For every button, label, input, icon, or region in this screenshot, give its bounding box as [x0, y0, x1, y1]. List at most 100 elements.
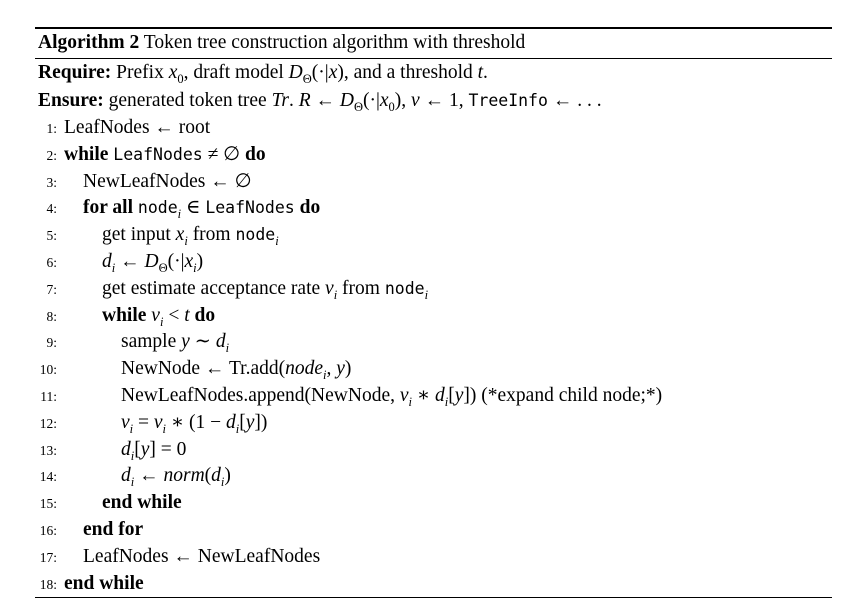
- text-segment: ∗ (1 −: [166, 411, 227, 433]
- line-number: 16:: [39, 522, 57, 538]
- text-segment: v: [151, 304, 160, 326]
- algorithm-line: 8: while vi < t do: [35, 303, 832, 330]
- text-segment: (·|: [362, 90, 380, 111]
- text-segment: v: [121, 411, 130, 433]
- text-segment: NewLeafNodes.append(NewNode,: [121, 384, 400, 406]
- text-segment: i: [424, 287, 429, 302]
- text-segment: ←: [310, 90, 340, 111]
- algorithm-line: 10:NewNode ← Tr.add(nodei, y): [35, 356, 832, 383]
- algorithm-line: 4:for all nodei ∈ LeafNodes do: [35, 195, 832, 222]
- text-segment: ] = 0: [149, 438, 187, 460]
- algorithm-line: 1:LeafNodes ← root: [35, 115, 832, 142]
- text-segment: norm: [163, 465, 205, 487]
- line-content: vi = vi ∗ (1 − di[y]): [64, 410, 267, 436]
- text-segment: from: [337, 277, 385, 299]
- line-content: for all nodei ∈ LeafNodes do: [64, 195, 320, 221]
- text-segment: Θ: [158, 260, 168, 275]
- text-segment: d: [215, 331, 226, 353]
- header-label: Ensure:: [38, 90, 104, 111]
- text-segment: i: [444, 394, 449, 409]
- line-number: 18:: [39, 576, 57, 592]
- algorithm-line: 15:end while: [35, 490, 832, 517]
- text-segment: v: [399, 384, 409, 406]
- text-segment: ∼: [189, 331, 216, 353]
- text-segment: y: [181, 331, 190, 353]
- caption-title: Token tree construction algorithm with t…: [139, 32, 526, 53]
- text-segment: y: [245, 411, 255, 433]
- text-segment: , draft model: [183, 62, 289, 83]
- text-segment: i: [130, 475, 135, 490]
- line-content: sample y ∼ di: [64, 329, 229, 355]
- text-segment: .: [483, 62, 488, 83]
- line-content: LeafNodes ← root: [64, 115, 210, 141]
- text-segment: (·|: [167, 250, 185, 272]
- text-segment: R: [298, 90, 311, 111]
- text-segment: Θ: [353, 99, 363, 114]
- text-segment: LeafNodes: [113, 144, 203, 164]
- text-segment: i: [193, 260, 197, 275]
- text-segment: x: [184, 250, 194, 272]
- text-segment: d: [226, 411, 236, 433]
- line-number: 11:: [40, 388, 57, 404]
- text-segment: 0: [388, 99, 395, 114]
- text-segment: LeafNodes: [205, 198, 295, 218]
- algorithm-line: 18:end while: [35, 571, 832, 598]
- line-content: LeafNodes ← NewLeafNodes: [64, 544, 320, 570]
- text-segment: =: [133, 411, 154, 433]
- caption-label: Algorithm 2: [38, 32, 140, 53]
- text-segment: [: [448, 384, 455, 406]
- text-segment: ): [344, 358, 352, 380]
- line-content: while vi < t do: [64, 303, 215, 329]
- text-segment: i: [333, 287, 338, 302]
- line-number: 6:: [46, 254, 57, 270]
- text-segment: ← 1,: [419, 90, 469, 111]
- line-number: 7:: [46, 281, 57, 297]
- text-segment: ,: [326, 358, 337, 380]
- line-content: end while: [64, 490, 182, 516]
- text-segment: x: [175, 224, 185, 246]
- text-segment: i: [129, 421, 134, 436]
- line-number: 12:: [39, 415, 57, 431]
- line-content: get input xi from nodei: [64, 222, 279, 248]
- text-segment: NewLeafNodes ← ∅: [83, 170, 252, 192]
- text-segment: d: [435, 384, 445, 406]
- text-segment: Prefix: [111, 62, 169, 83]
- algorithm-line: 12: vi = vi ∗ (1 − di[y]): [35, 410, 832, 437]
- line-content: get estimate acceptance rate vi from nod…: [64, 276, 428, 302]
- algorithm-line: 16:end for: [35, 517, 832, 544]
- text-segment: v: [153, 411, 163, 433]
- text-segment: ),: [394, 90, 412, 111]
- text-segment: i: [323, 368, 327, 383]
- text-segment: from: [187, 224, 236, 246]
- text-segment: i: [184, 234, 188, 249]
- text-segment: get input: [102, 224, 176, 246]
- text-segment: i: [177, 207, 182, 222]
- text-segment: x: [328, 62, 338, 83]
- text-segment: TreeInfo: [468, 91, 548, 110]
- text-segment: y: [140, 438, 150, 460]
- text-segment: ≠ ∅: [202, 143, 246, 165]
- text-segment: d: [121, 465, 131, 487]
- text-segment: i: [235, 421, 240, 436]
- top-rule: [35, 27, 832, 29]
- algorithm-line: 5: get input xi from nodei: [35, 222, 832, 249]
- line-content: di ← DΘ(·|xi): [64, 249, 203, 275]
- text-segment: ]): [254, 411, 268, 433]
- text-segment: node: [285, 358, 324, 380]
- algorithm-line: 13:di[y] = 0: [35, 437, 832, 464]
- line-number: 8:: [46, 308, 57, 324]
- text-segment: d: [102, 250, 112, 272]
- text-segment: Θ: [302, 71, 312, 86]
- algorithm-caption: Algorithm 2 Token tree construction algo…: [35, 29, 832, 58]
- text-segment: ←: [134, 465, 164, 487]
- text-segment: ): [196, 250, 204, 272]
- caption-rule: [35, 58, 832, 59]
- line-number: 5:: [46, 228, 57, 244]
- algorithm-block: Algorithm 2 Token tree construction algo…: [35, 27, 832, 598]
- text-segment: (·|: [311, 62, 329, 83]
- text-segment: ←: [115, 250, 145, 272]
- text-segment: while: [102, 304, 152, 326]
- text-segment: ]) (*expand child node;*): [463, 384, 663, 406]
- algorithm-line: 6:di ← DΘ(·|xi): [35, 249, 832, 276]
- text-segment: LeafNodes ← NewLeafNodes: [83, 545, 321, 567]
